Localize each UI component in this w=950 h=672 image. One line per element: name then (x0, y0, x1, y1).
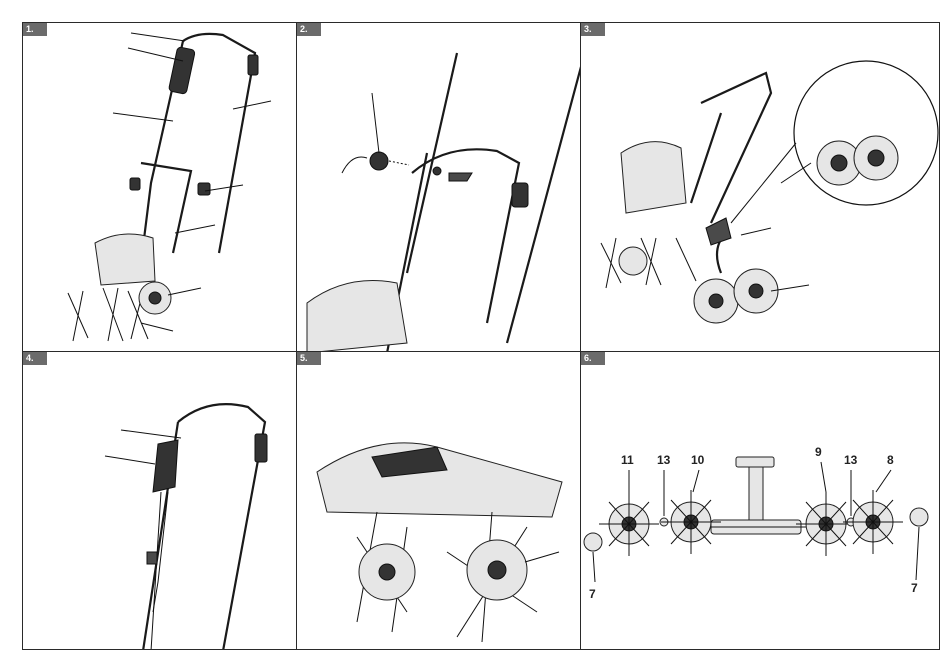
callout-11: 11 (621, 453, 634, 467)
wheel-installation-drawing (581, 23, 940, 352)
callout-13-left: 13 (657, 453, 671, 467)
callout-8: 8 (887, 453, 894, 467)
tine-part-11 (599, 492, 659, 556)
panel-1: 1. (22, 22, 297, 352)
callout-13-right: 13 (844, 453, 858, 467)
tine-closeup-drawing (297, 352, 581, 650)
tiller-overview-drawing (23, 23, 297, 352)
callout-7-left: 7 (589, 587, 596, 601)
tine-part-8 (843, 490, 903, 554)
callout-9: 9 (815, 445, 822, 459)
panel-3: 3. (580, 22, 940, 352)
switch-box-cable-drawing (23, 352, 297, 650)
panel-5: 5. (296, 351, 581, 650)
manual-figure-sheet: 1. (22, 22, 940, 650)
panel-6: 6. (580, 351, 940, 650)
callout-10: 10 (691, 453, 705, 467)
cap-part-7-left (584, 533, 602, 551)
cap-part-7-right (910, 508, 928, 526)
panel-2: 2. (296, 22, 581, 352)
callout-7-right: 7 (911, 581, 918, 595)
handle-knob-assembly-drawing (297, 23, 581, 352)
exploded-tine-assembly-diagram: 11 13 10 9 13 8 7 7 (581, 352, 940, 650)
tine-part-10 (661, 490, 721, 554)
panel-4: 4. (22, 351, 297, 650)
